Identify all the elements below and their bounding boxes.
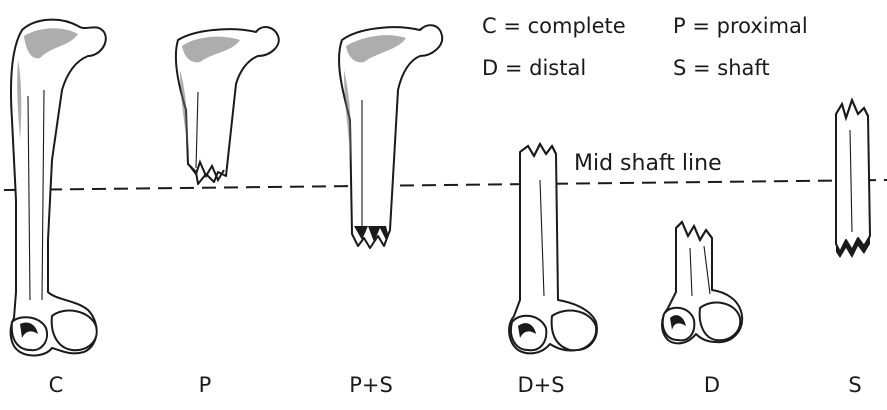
- bone-label-proximal: P: [199, 373, 212, 397]
- bone-distal: [662, 222, 742, 343]
- bone-proximal: [176, 27, 279, 184]
- condyle-lateral: [12, 317, 47, 350]
- legend-proximal: P = proximal: [673, 14, 808, 38]
- bone-label-proximal-shaft: P+S: [349, 373, 393, 397]
- bone-label-shaft: S: [848, 373, 861, 397]
- mid-shaft-line-label: Mid shaft line: [574, 151, 722, 176]
- bone-label-distal-shaft: D+S: [517, 373, 564, 397]
- condyle-medial: [700, 303, 741, 341]
- bone-outline: [11, 20, 106, 356]
- legend: C = complete P = proximal D = distal S =…: [482, 14, 808, 80]
- bone-proximal-shaft: [339, 25, 442, 248]
- bone-outline: [836, 100, 870, 252]
- condyle-lateral: [511, 316, 546, 351]
- bone-shaft: [836, 100, 870, 258]
- bone-labels: C P P+S D+S D S: [49, 373, 862, 397]
- bone-label-complete: C: [49, 373, 64, 397]
- legend-complete: C = complete: [482, 14, 626, 38]
- condyle-lateral: [663, 308, 695, 341]
- mid-shaft-line: [4, 180, 887, 190]
- legend-distal: D = distal: [482, 56, 586, 80]
- legend-shaft: S = shaft: [673, 56, 770, 80]
- bone-complete: [11, 20, 106, 356]
- bone-label-distal: D: [704, 373, 720, 397]
- condyle-medial: [552, 311, 597, 351]
